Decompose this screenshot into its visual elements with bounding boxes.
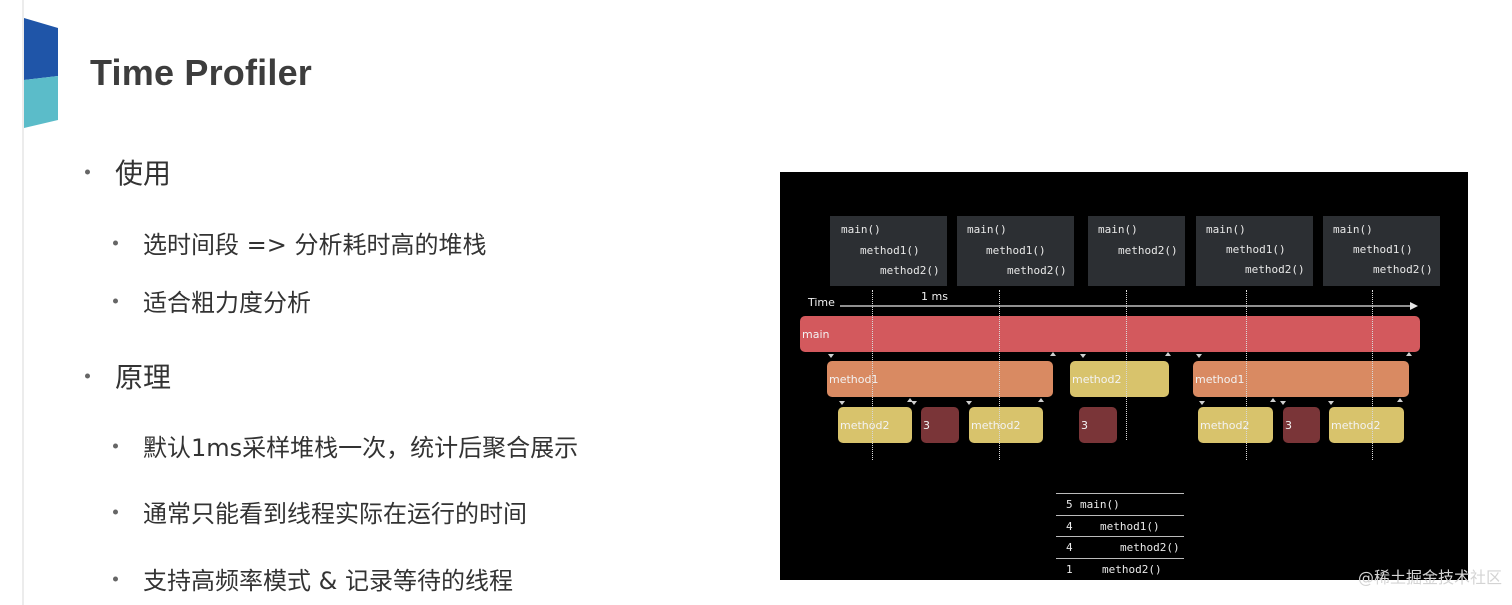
main-bar: main <box>800 316 1420 352</box>
stack-frame: main() <box>1206 223 1246 236</box>
method2-bar: method2 <box>969 407 1043 443</box>
bullet-dot <box>113 576 118 581</box>
summary-row: 1 method2() <box>1056 557 1184 580</box>
stack-frame: method1() <box>1226 243 1286 256</box>
sampling-diagram: main() method1() method2() main() method… <box>780 172 1468 580</box>
summary-row: 4 method1() <box>1056 514 1184 537</box>
summary-row: 4 method2() <box>1056 536 1184 558</box>
stack-frame: method1() <box>986 244 1046 257</box>
stack-frame: main() <box>967 223 1007 236</box>
bullet-dot <box>113 443 118 448</box>
slide-left-border <box>22 0 24 605</box>
bullet-dot <box>85 169 90 175</box>
sample-stack-box: main() method1() method2() <box>830 216 947 286</box>
stack-frame: method2() <box>1373 263 1433 276</box>
summary-function: main() <box>1080 498 1120 511</box>
stack-frame: method2() <box>1118 244 1178 257</box>
sample-stack-box: main() method2() <box>1088 216 1185 286</box>
sample-line <box>1372 290 1373 460</box>
sample-stack-box: main() method1() method2() <box>1196 216 1313 286</box>
summary-function: method2() <box>1102 562 1162 576</box>
frame3-bar: 3 <box>1079 407 1117 443</box>
method2-bar: method2 <box>1070 361 1169 397</box>
summary-function: method1() <box>1100 519 1160 533</box>
sample-line <box>872 290 873 460</box>
method1-bar: method1 <box>1193 361 1409 397</box>
section-heading-usage: 使用 <box>85 152 171 192</box>
frame3-bar: 3 <box>1283 407 1320 443</box>
stack-frame: main() <box>1333 223 1373 236</box>
bullet-item: 通常只能看到线程实际在运行的时间 <box>113 494 527 529</box>
bullet-item: 选时间段 => 分析耗时高的堆栈 <box>113 225 486 260</box>
summary-count: 1 <box>1066 562 1073 576</box>
bullet-dot <box>113 298 118 303</box>
frame3-bar: 3 <box>921 407 959 443</box>
bullet-item: 支持高频率模式 & 记录等待的线程 <box>113 561 513 596</box>
stack-frame: method1() <box>860 244 920 257</box>
time-axis-arrow <box>828 302 1418 405</box>
stack-frame: method2() <box>880 264 940 277</box>
watermark: @稀土掘金技术社区 <box>1357 568 1502 587</box>
sample-stack-box: main() method1() method2() <box>957 216 1074 286</box>
interval-label: 1 ms <box>921 290 948 303</box>
sample-line <box>1246 290 1247 460</box>
stack-frame: method1() <box>1353 243 1413 256</box>
summary-function: method2() <box>1120 541 1180 554</box>
summary-row: 5 main() <box>1056 493 1184 515</box>
bullet-item: 适合粗力度分析 <box>113 283 311 318</box>
method1-bar: method1 <box>827 361 1053 397</box>
bullet-dot <box>85 373 90 379</box>
time-axis-label: Time <box>808 296 835 309</box>
stack-frame: method2() <box>1245 263 1305 276</box>
section-heading-principle: 原理 <box>85 356 171 396</box>
bullet-item: 默认1ms采样堆栈一次，统计后聚合展示 <box>113 428 578 463</box>
sample-line <box>1126 290 1127 440</box>
sample-line <box>999 290 1000 460</box>
stack-frame: main() <box>1098 223 1138 236</box>
bullet-dot <box>113 240 118 245</box>
aggregated-summary-table: 5 main() 4 method1() 4 method2() 1 metho… <box>1056 493 1184 579</box>
stack-frame: method2() <box>1007 264 1067 277</box>
slide-title: Time Profiler <box>90 52 313 93</box>
method2-bar: method2 <box>838 407 912 443</box>
summary-count: 4 <box>1066 519 1073 533</box>
method2-bar: method2 <box>1198 407 1273 443</box>
stack-frame: main() <box>841 223 881 236</box>
summary-count: 4 <box>1066 541 1073 554</box>
summary-count: 5 <box>1066 498 1073 511</box>
slide-accent-graphic <box>24 18 58 128</box>
sample-stack-box: main() method1() method2() <box>1323 216 1440 286</box>
bullet-dot <box>113 509 118 514</box>
method2-bar: method2 <box>1329 407 1404 443</box>
